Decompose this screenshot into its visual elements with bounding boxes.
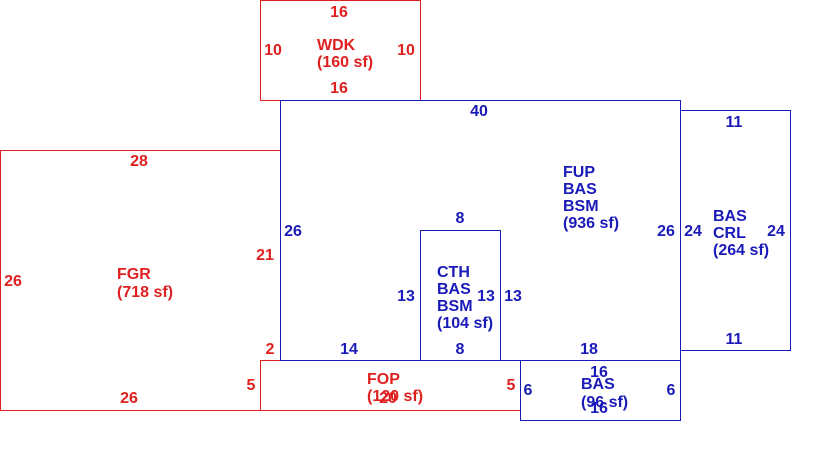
area-wdk: 16 10 10 16 WDK (160 sf) [260,0,421,101]
dim-bas-left: 6 [524,382,533,399]
label-crl-line1: BAS [713,208,747,225]
dim-cth-left: 13 [397,288,415,305]
dim-wdk-left: 10 [264,42,282,59]
dim-bas-bottom: 16 [590,400,608,417]
dim-crl-left: 24 [684,223,702,240]
dim-fop-bottom: 20 [379,390,397,407]
dim-main-right: 26 [657,223,675,240]
label-cth-line3: BSM [437,298,473,315]
dim-fgr-bottom: 26 [120,390,138,407]
dim-fgr-left: 26 [4,273,22,290]
label-crl-area: (264 sf) [713,242,769,259]
area-main: 40 26 26 14 8 18 FUP BAS BSM (936 sf) [280,100,681,361]
dim-crl-top: 11 [726,114,743,131]
dim-fgr-step: 5 [247,377,256,394]
label-main-line3: BSM [563,198,599,215]
dim-cth-top: 8 [456,210,465,227]
area-fop: 5 20 FOP (120 sf) [260,360,521,411]
label-wdk-code: WDK [317,37,356,54]
dim-main-bottom-left: 14 [340,341,358,358]
dim-cth-right-outer: 13 [504,288,522,305]
dim-crl-right: 24 [767,223,785,240]
dim-main-bottom-mid: 8 [456,341,465,358]
dim-bas-top: 16 [590,364,608,381]
dim-bas-right: 6 [667,382,676,399]
dim-wdk-right: 10 [397,42,415,59]
area-crl: 11 24 24 11 BAS CRL (264 sf) [680,110,791,351]
label-fop-area: (120 sf) [367,388,423,405]
outline-crl [680,110,791,351]
dim-fop-right: 5 [507,377,516,394]
label-main-area: (936 sf) [563,215,619,232]
dim-wdk-top: 16 [330,4,348,21]
dim-cth-right-inner: 13 [477,288,495,305]
dim-main-left: 26 [284,223,302,240]
label-main-line2: BAS [563,181,597,198]
label-main-line1: FUP [563,164,595,181]
label-bas-area: (96 sf) [581,394,628,411]
area-bas: 16 6 6 16 BAS (96 sf) [520,360,681,421]
dim-fgr-right: 21 [256,247,274,264]
outline-cth [420,230,501,361]
dim-wdk-bottom: 16 [330,80,348,97]
label-wdk-area: (160 sf) [317,54,373,71]
label-fop-code: FOP [367,371,400,388]
label-fgr-code: FGR [117,266,151,283]
dim-crl-bottom: 11 [726,331,743,348]
label-cth-line2: BAS [437,281,471,298]
outline-bas [520,360,681,421]
area-cth: 8 13 13 13 CTH BAS BSM (104 sf) [397,210,522,361]
label-crl-line2: CRL [713,225,746,242]
label-bas-code: BAS [581,376,615,393]
label-fgr-area: (718 sf) [117,284,173,301]
area-fgr: 28 26 21 2 5 26 FGR (718 sf) [0,150,281,411]
outline-fgr [0,150,281,411]
label-cth-area: (104 sf) [437,315,493,332]
dim-main-bottom-right: 18 [580,341,598,358]
dim-fgr-top: 28 [130,153,148,170]
dim-main-top: 40 [470,103,488,120]
label-cth-line1: CTH [437,264,470,281]
dim-fgr-notch: 2 [266,341,275,358]
